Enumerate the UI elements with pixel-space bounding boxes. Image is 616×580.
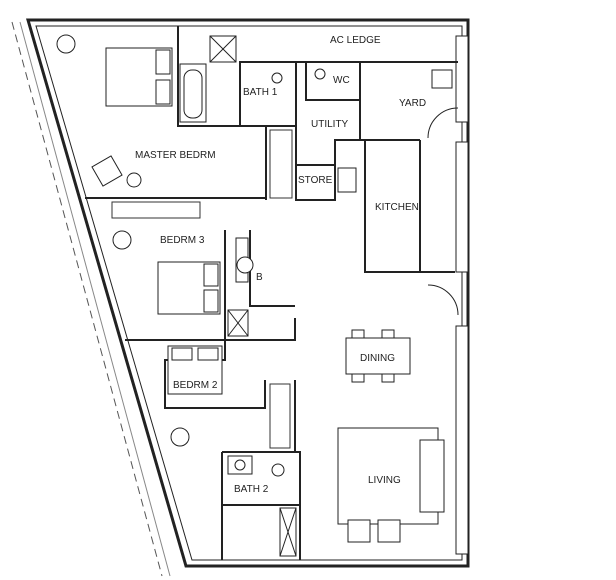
label-utility: UTILITY [311,119,349,130]
exterior-walls [26,18,470,568]
label-bedrm2: BEDRM 2 [173,380,218,391]
furniture [91,155,445,543]
doors [427,107,459,316]
beds [105,47,223,395]
label-bath3-partial: B [256,272,263,283]
label-living: LIVING [368,475,401,486]
label-master-bedrm: MASTER BEDRM [135,150,216,161]
wardrobes [111,129,293,449]
balcony-edge [19,21,171,577]
label-dining: DINING [360,353,395,364]
label-store: STORE [298,175,333,186]
label-wc: WC [333,75,350,86]
label-bath1: BATH 1 [243,87,278,98]
label-yard: YARD [399,98,426,109]
label-ac-ledge: AC LEDGE [330,35,381,46]
site-boundary [11,21,163,577]
windows [455,35,469,555]
label-kitchen: KITCHEN [375,202,419,213]
fixtures [56,34,453,557]
label-bath2: BATH 2 [234,484,269,495]
label-bedrm3: BEDRM 3 [160,235,205,246]
interior-walls [85,26,458,560]
